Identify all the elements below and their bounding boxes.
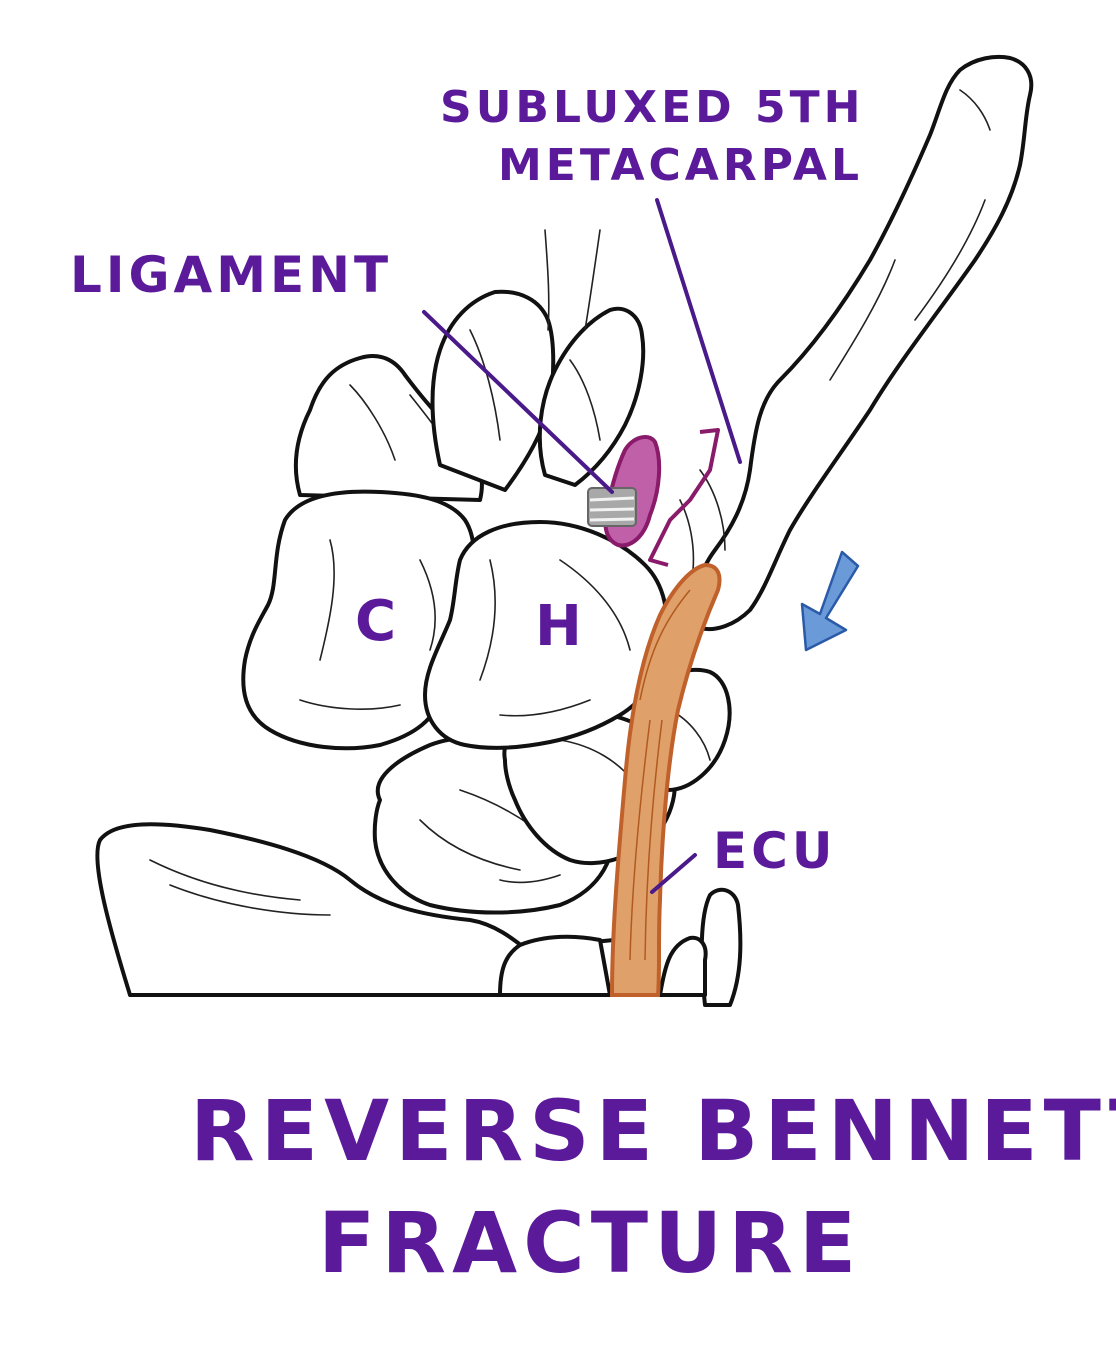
- subluxed-label-line2: METACARPAL: [498, 140, 863, 191]
- capitate-bone: [241, 489, 476, 751]
- ecu-label: ECU: [713, 822, 836, 880]
- fifth-metacarpal: [679, 54, 1034, 631]
- hamate-bone: [423, 520, 669, 750]
- background-metacarpals: [293, 229, 646, 502]
- ligament-leader: [422, 310, 614, 494]
- ecu-leader: [650, 853, 697, 894]
- ligament: [587, 487, 637, 527]
- forearm-bones: [95, 822, 743, 1007]
- subluxation-arrow-icon: [800, 550, 860, 652]
- leader-lines: [422, 198, 742, 894]
- fracture-line: [648, 428, 720, 567]
- subluxed-leader: [655, 198, 742, 464]
- hamate-label: H: [535, 594, 586, 659]
- subluxed-label-line1: SUBLUXED 5TH: [440, 82, 864, 133]
- title-line1: REVERSE BENNETT: [190, 1082, 1116, 1180]
- capitate-label: C: [355, 589, 400, 654]
- title-line2: FRACTURE: [318, 1194, 862, 1292]
- ecu-tendon: [609, 562, 722, 997]
- ligament-label: LIGAMENT: [70, 246, 392, 304]
